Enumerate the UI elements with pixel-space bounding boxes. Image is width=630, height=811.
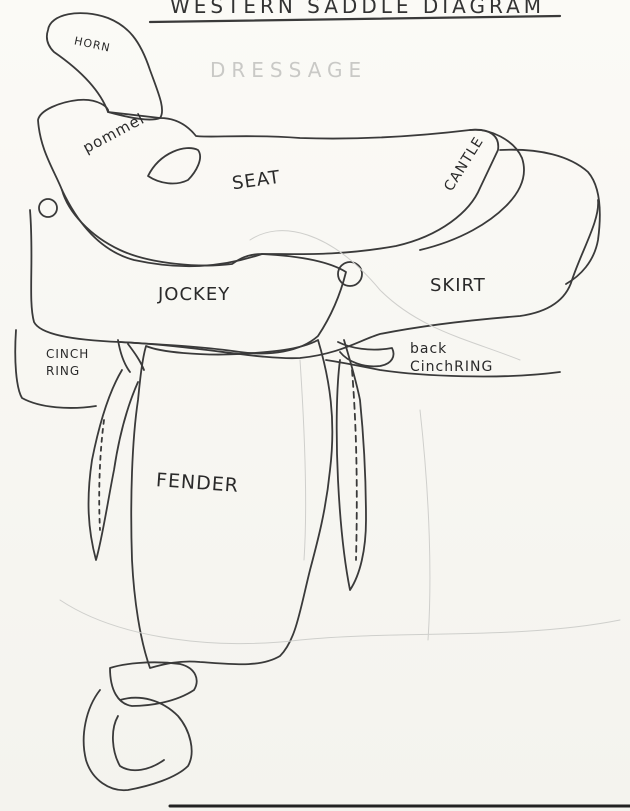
diagram-title: WESTERN SADDLE DIAGRAM (170, 0, 545, 18)
label-back-cinch-ring: back CinchRING (410, 340, 493, 376)
label-back-cinch-line2: CinchRING (410, 358, 493, 376)
cantle-back (500, 150, 600, 284)
back-latigo (337, 340, 366, 590)
horn-outline (47, 13, 162, 119)
front-latigo-stitch (99, 420, 104, 530)
front-concho (39, 199, 57, 217)
jockey-outline (62, 190, 346, 353)
label-back-cinch-line1: back (410, 340, 493, 358)
horse-ghost-belly (60, 600, 620, 644)
back-latigo-stitch (352, 370, 357, 560)
ghost-label-dressage: DRESSAGE (210, 58, 367, 82)
label-cinch-ring-line1: CINCH (46, 346, 89, 363)
label-cinch-ring-line2: RING (46, 363, 89, 380)
front-cinch-strap (118, 340, 144, 372)
label-cinch-ring: CINCH RING (46, 346, 89, 380)
label-skirt: SKIRT (430, 275, 486, 296)
pommel-patch (148, 148, 200, 183)
label-jockey: JOCKEY (158, 284, 230, 305)
skirt-outline (30, 200, 598, 358)
rear-concho (338, 262, 362, 286)
